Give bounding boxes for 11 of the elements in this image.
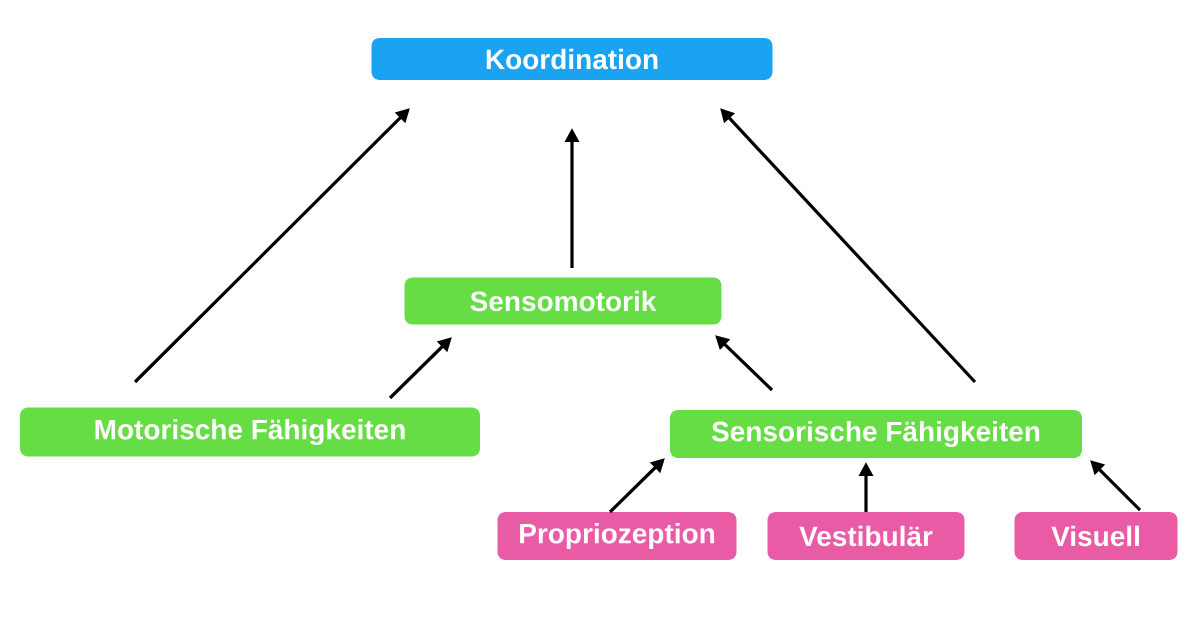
label-box: Sensomotorik	[404, 277, 722, 325]
label-box: Visuell	[1014, 512, 1178, 560]
label-box: Motorische Fähigkeiten	[20, 407, 480, 457]
label-box: Koordination	[371, 38, 773, 80]
label-box: Vestibulär	[767, 512, 965, 560]
arrow	[1090, 460, 1142, 512]
label-box: Sensorische Fähigkeiten	[670, 410, 1082, 458]
arrow	[608, 458, 665, 514]
arrow	[388, 337, 452, 400]
arrow	[133, 108, 410, 384]
label-box: Propriozeption	[497, 512, 737, 560]
